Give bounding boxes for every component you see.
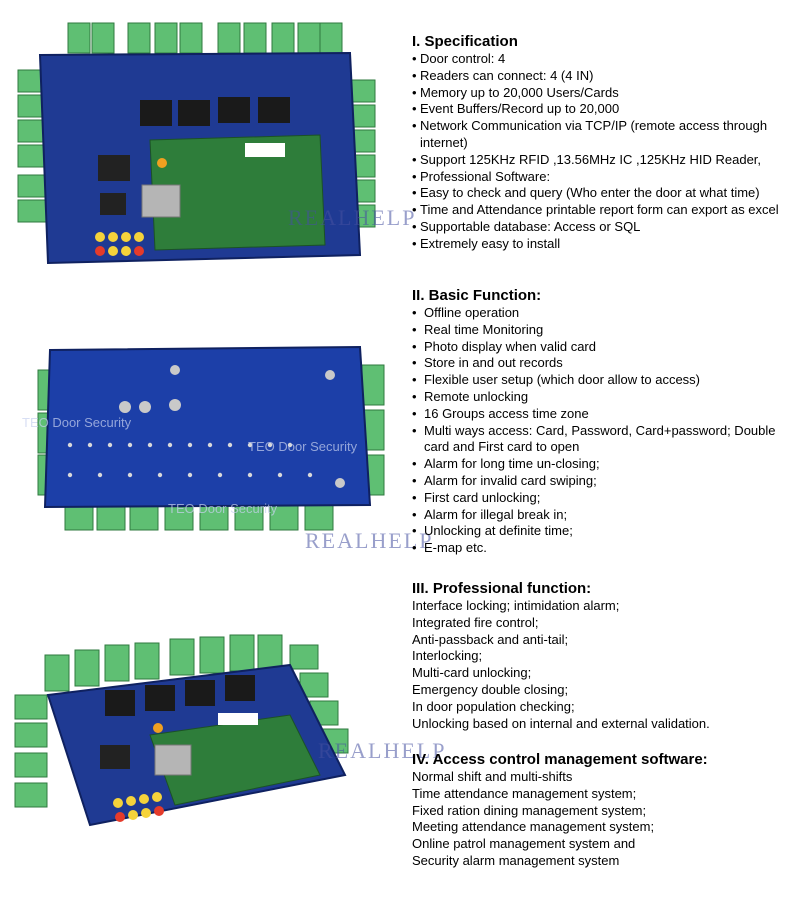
section-management-software: IV. Access control management software: … [412,751,797,870]
list-item: Integrated fire control; [412,614,539,630]
list-item: Store in and out records [412,355,797,372]
list-item: Photo display when valid card [412,339,797,356]
list-item: Unlocking at definite time; [412,523,797,540]
list-item: Multi ways access: Card, Password, Card+… [412,423,797,457]
basic-function-list: Offline operation Real time Monitoring P… [412,305,797,557]
board-angled-image [14,634,349,827]
list-item: Alarm for illegal break in; [412,507,797,524]
list-item: First card unlocking; [412,490,797,507]
professional-function-list: Interface locking; intimidation alarm; I… [412,598,797,732]
list-item: In door population checking; [412,698,575,714]
management-software-list: Normal shift and multi-shifts Time atten… [412,769,797,870]
section-professional-function: III. Professional function: Interface lo… [412,580,797,732]
list-item: Time attendance management system; [412,785,637,801]
board-photo-angled [0,625,400,845]
list-item: Door control: 4 [412,51,797,68]
list-item: Support 125KHz RFID ,13.56MHz IC ,125KHz… [412,152,797,169]
list-item: 16 Groups access time zone [412,406,797,423]
list-item: Alarm for invalid card swiping; [412,473,797,490]
section-title: I. Specification [412,33,518,50]
list-item: Event Buffers/Record up to 20,000 [412,101,797,118]
list-item: Easy to check and query (Who enter the d… [412,185,797,202]
spec-list: Door control: 4 Readers can connect: 4 (… [412,51,797,253]
silkscreen-label-1: TEO Door Security [22,415,132,430]
list-item: Fixed ration dining management system; [412,802,647,818]
list-item: Offline operation [412,305,797,322]
board-top-image [17,22,376,265]
list-item: Emergency double closing; [412,681,569,697]
section-title: II. Basic Function: [412,287,542,304]
section-basic-function: II. Basic Function: Offline operation Re… [412,287,797,557]
list-item: Security alarm management system [412,852,620,868]
list-item: Remote unlocking [412,389,797,406]
section-title: III. Professional function: [412,580,592,597]
list-item: Flexible user setup (which door allow to… [412,372,797,389]
list-item: Unlocking based on internal and external… [412,715,710,731]
silkscreen-label-2: TEO Door Security [248,439,358,454]
section-title: IV. Access control management software: [412,751,708,768]
list-item: Multi-card unlocking; [412,665,532,681]
list-item: Supportable database: Access or SQL [412,219,797,236]
list-item: Professional Software: [412,169,797,186]
list-item: E-map etc. [412,540,797,557]
list-item: Real time Monitoring [412,322,797,339]
board-photo-top [0,15,400,275]
board-photo-bottom: TEO Door Security TEO Door Security TEO … [0,335,400,550]
list-item: Interlocking; [412,648,483,664]
list-item: Time and Attendance printable report for… [412,202,797,219]
list-item: Meeting attendance management system; [412,819,655,835]
list-item: Anti-passback and anti-tail; [412,631,569,647]
silkscreen-label-3: TEO Door Security [168,501,278,516]
list-item: Alarm for long time un-closing; [412,456,797,473]
board-bottom-image: TEO Door Security TEO Door Security TEO … [22,345,385,531]
list-item: Online patrol management system and [412,836,636,852]
list-item: Network Communication via TCP/IP (remote… [412,118,797,152]
section-specification: I. Specification Door control: 4 Readers… [412,33,797,253]
list-item: Interface locking; intimidation alarm; [412,598,620,613]
list-item: Memory up to 20,000 Users/Cards [412,85,797,102]
list-item: Normal shift and multi-shifts [412,769,573,784]
list-item: Readers can connect: 4 (4 IN) [412,68,797,85]
list-item: Extremely easy to install [412,236,797,253]
